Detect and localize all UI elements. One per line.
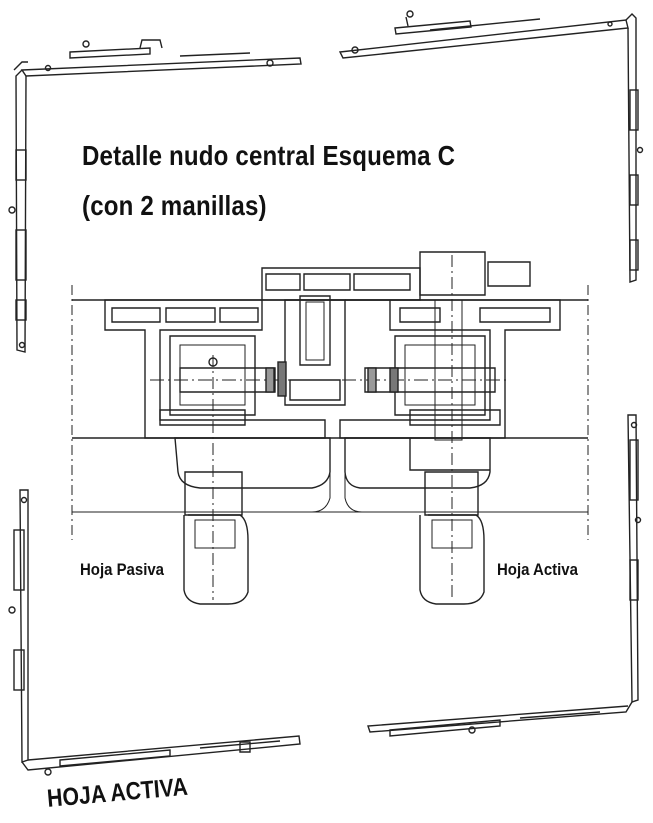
handle-left [174,355,331,605]
handle-top-knob [419,251,531,441]
diagram-title-line-2: (con 2 manillas) [82,190,267,221]
hardware-bracket-bottom-left [8,489,301,776]
central-profile-section [71,251,589,605]
label-hoja-pasiva: Hoja Pasiva [80,560,164,579]
hardware-bracket-top-right [338,10,644,283]
label-hoja-activa: Hoja Activa [497,560,578,579]
diagram-title-line-1: Detalle nudo central Esquema C [82,140,456,171]
hardware-bracket-bottom-right [367,414,642,737]
handle-right [344,255,491,605]
hardware-bracket-top-left [8,39,302,353]
